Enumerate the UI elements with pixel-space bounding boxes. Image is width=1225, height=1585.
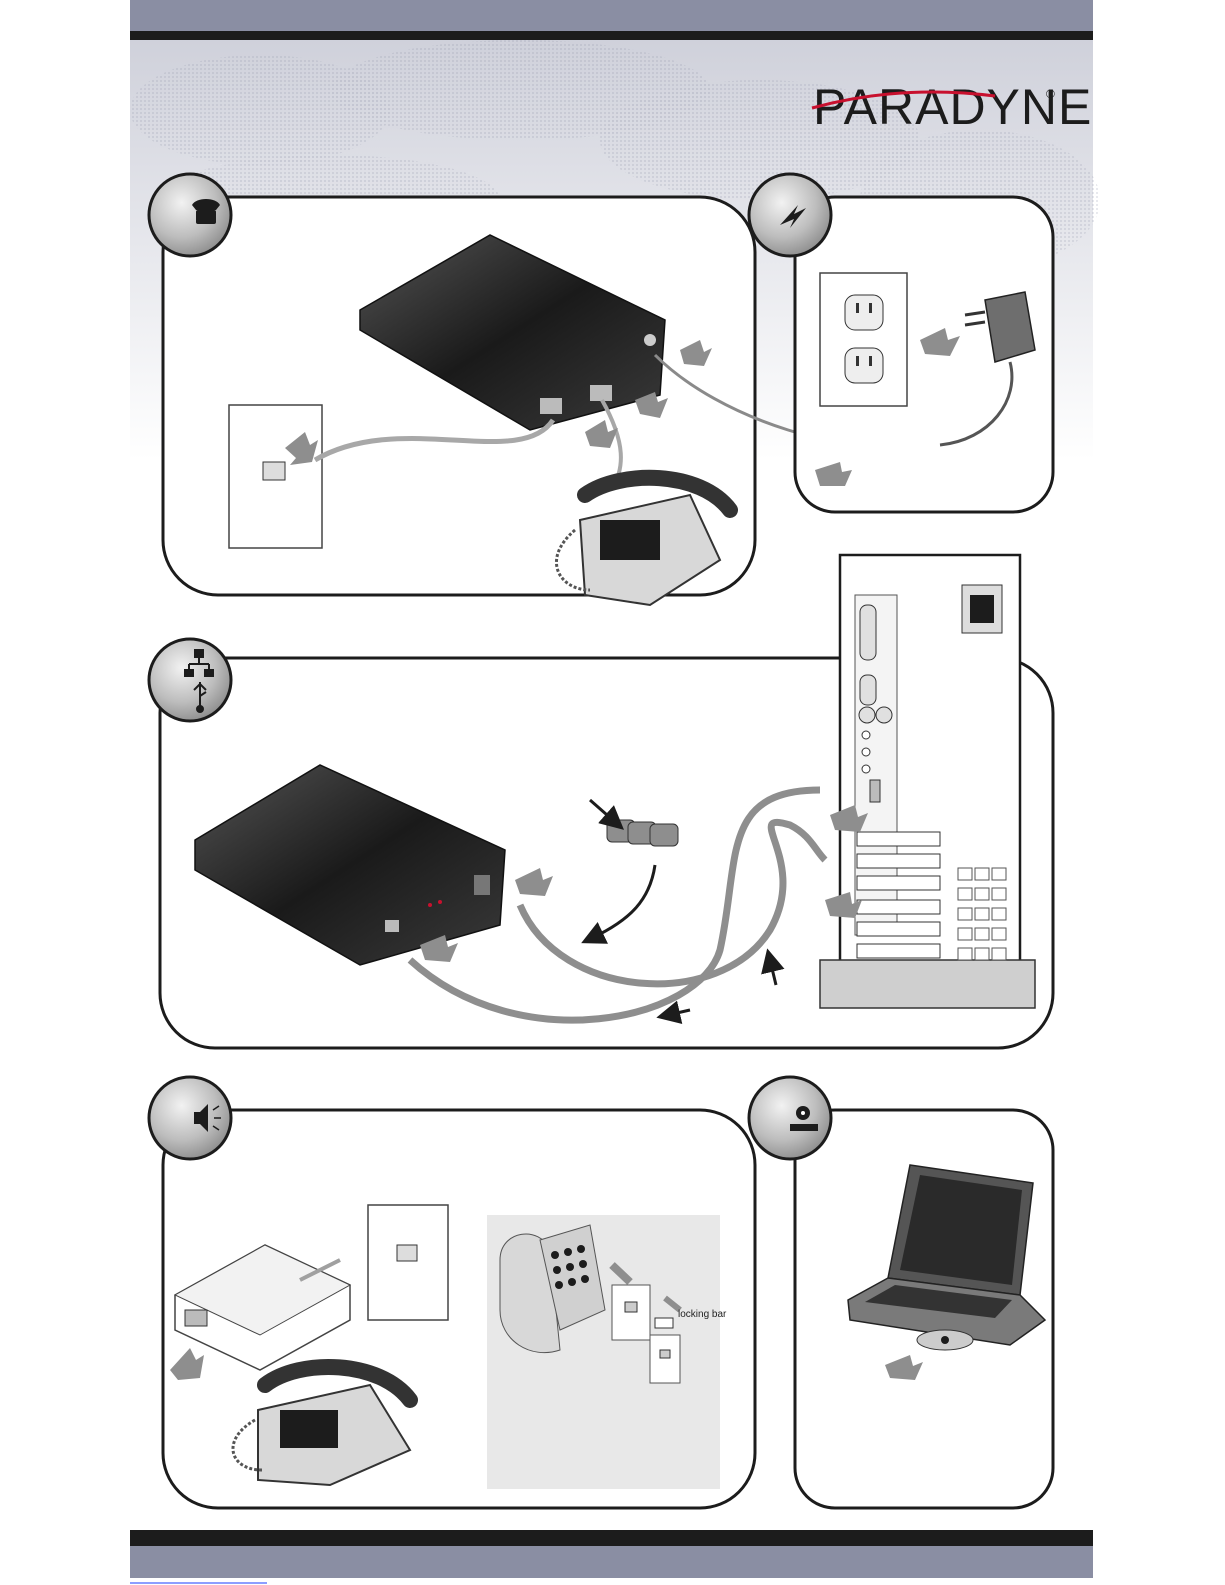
panel-computer-connection — [149, 555, 1053, 1048]
paradyne-logo: PARADYNE ® — [812, 79, 1092, 135]
ferrite-filters — [607, 820, 678, 846]
computer-tower — [820, 555, 1035, 1008]
panel-microfilters: locking bar — [149, 1077, 755, 1508]
wall-jack — [229, 405, 322, 548]
registered-mark: ® — [1046, 87, 1055, 101]
top-bar — [130, 0, 1093, 31]
panel-power — [749, 174, 1053, 512]
telephone-icon — [192, 199, 220, 224]
footer-bar — [130, 1530, 1093, 1546]
badge-connection — [149, 639, 231, 721]
wall-phone-inset: locking bar — [487, 1215, 727, 1489]
badge-power — [749, 174, 831, 256]
wall-outlet — [820, 273, 907, 406]
badge-microfilters — [149, 1077, 231, 1159]
locking-bar-label: locking bar — [678, 1309, 727, 1320]
badge-software — [749, 1077, 831, 1159]
badge-telephone — [149, 174, 231, 256]
footer — [130, 1530, 1093, 1583]
wall-jack — [368, 1205, 448, 1320]
footer-band — [130, 1546, 1093, 1578]
panel-software-install — [749, 1077, 1053, 1508]
top-rule — [130, 31, 1093, 40]
